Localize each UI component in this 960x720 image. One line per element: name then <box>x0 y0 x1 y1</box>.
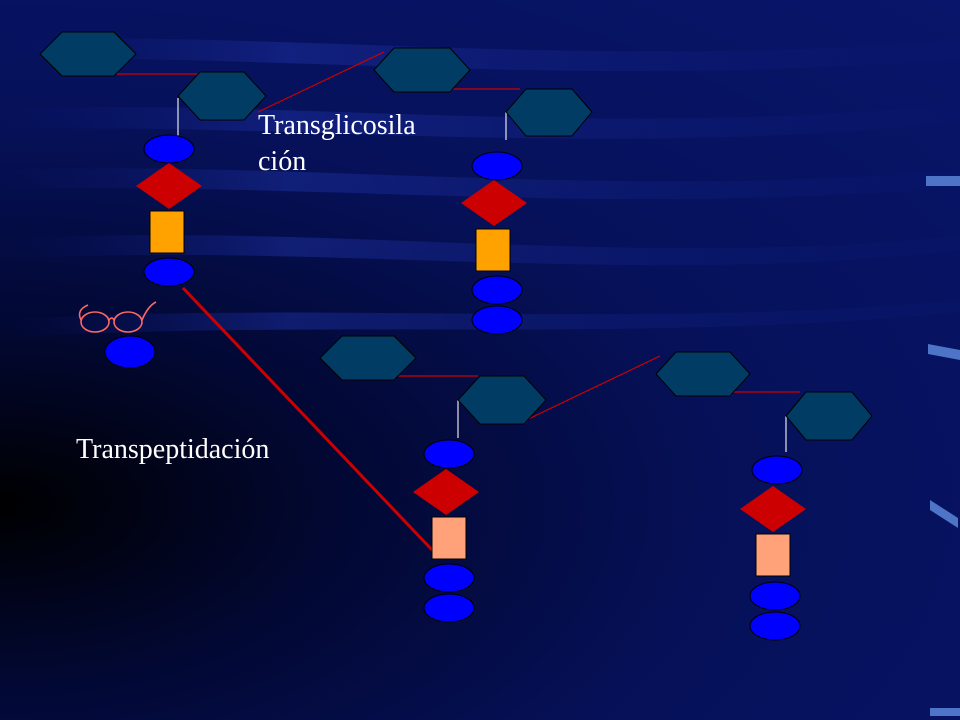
amino-acid-oval <box>471 151 523 181</box>
nam-hexagon <box>177 71 267 121</box>
edge-accent <box>930 500 958 528</box>
amino-acid-oval <box>751 455 803 485</box>
edge-accent <box>930 708 960 716</box>
nag-hexagon <box>655 351 751 397</box>
glasses-icon <box>78 301 157 333</box>
peptidoglycan-unit-top-left <box>39 31 385 287</box>
amino-acid-diamond <box>740 486 806 532</box>
nam-hexagon <box>785 391 873 441</box>
amino-acid-oval <box>143 257 195 287</box>
transglycosylation-label-line1: Transglicosila <box>258 110 416 141</box>
nag-hexagon <box>39 31 137 77</box>
free-amino-acid-oval <box>104 335 156 369</box>
amino-acid-square <box>755 533 791 577</box>
amino-acid-oval <box>471 305 523 335</box>
amino-acid-oval <box>423 439 475 469</box>
peptidoglycan-unit-bottom-right <box>655 351 873 641</box>
transpeptidation-label: Transpeptidación <box>76 434 270 465</box>
transglycosylation-label-line2: ción <box>258 146 307 177</box>
amino-acid-diamond <box>461 180 527 226</box>
transglycosylation-label: Transglicosila ción <box>258 108 416 180</box>
edge-accent <box>926 176 960 186</box>
amino-acid-square <box>475 228 511 272</box>
amino-acid-oval <box>423 593 475 623</box>
amino-acid-diamond <box>413 469 479 515</box>
transpeptidation-crosslink <box>181 286 436 554</box>
peptidoglycan-unit-bottom-left <box>319 335 661 623</box>
transglycosylation-bond <box>257 51 385 113</box>
amino-acid-square <box>149 210 185 254</box>
amino-acid-square <box>431 516 467 560</box>
amino-acid-oval <box>471 275 523 305</box>
amino-acid-oval <box>423 563 475 593</box>
nag-hexagon <box>373 47 471 93</box>
edge-accent <box>928 344 960 360</box>
edge-accents <box>926 176 960 716</box>
amino-acid-oval <box>749 581 801 611</box>
nam-hexagon <box>457 375 547 425</box>
peptidoglycan-unit-top-right <box>373 47 593 335</box>
transglycosylation-bond <box>521 355 661 423</box>
nag-hexagon <box>319 335 417 381</box>
nam-hexagon <box>505 88 593 137</box>
amino-acid-diamond <box>136 163 202 209</box>
amino-acid-oval <box>143 134 195 164</box>
amino-acid-oval <box>749 611 801 641</box>
